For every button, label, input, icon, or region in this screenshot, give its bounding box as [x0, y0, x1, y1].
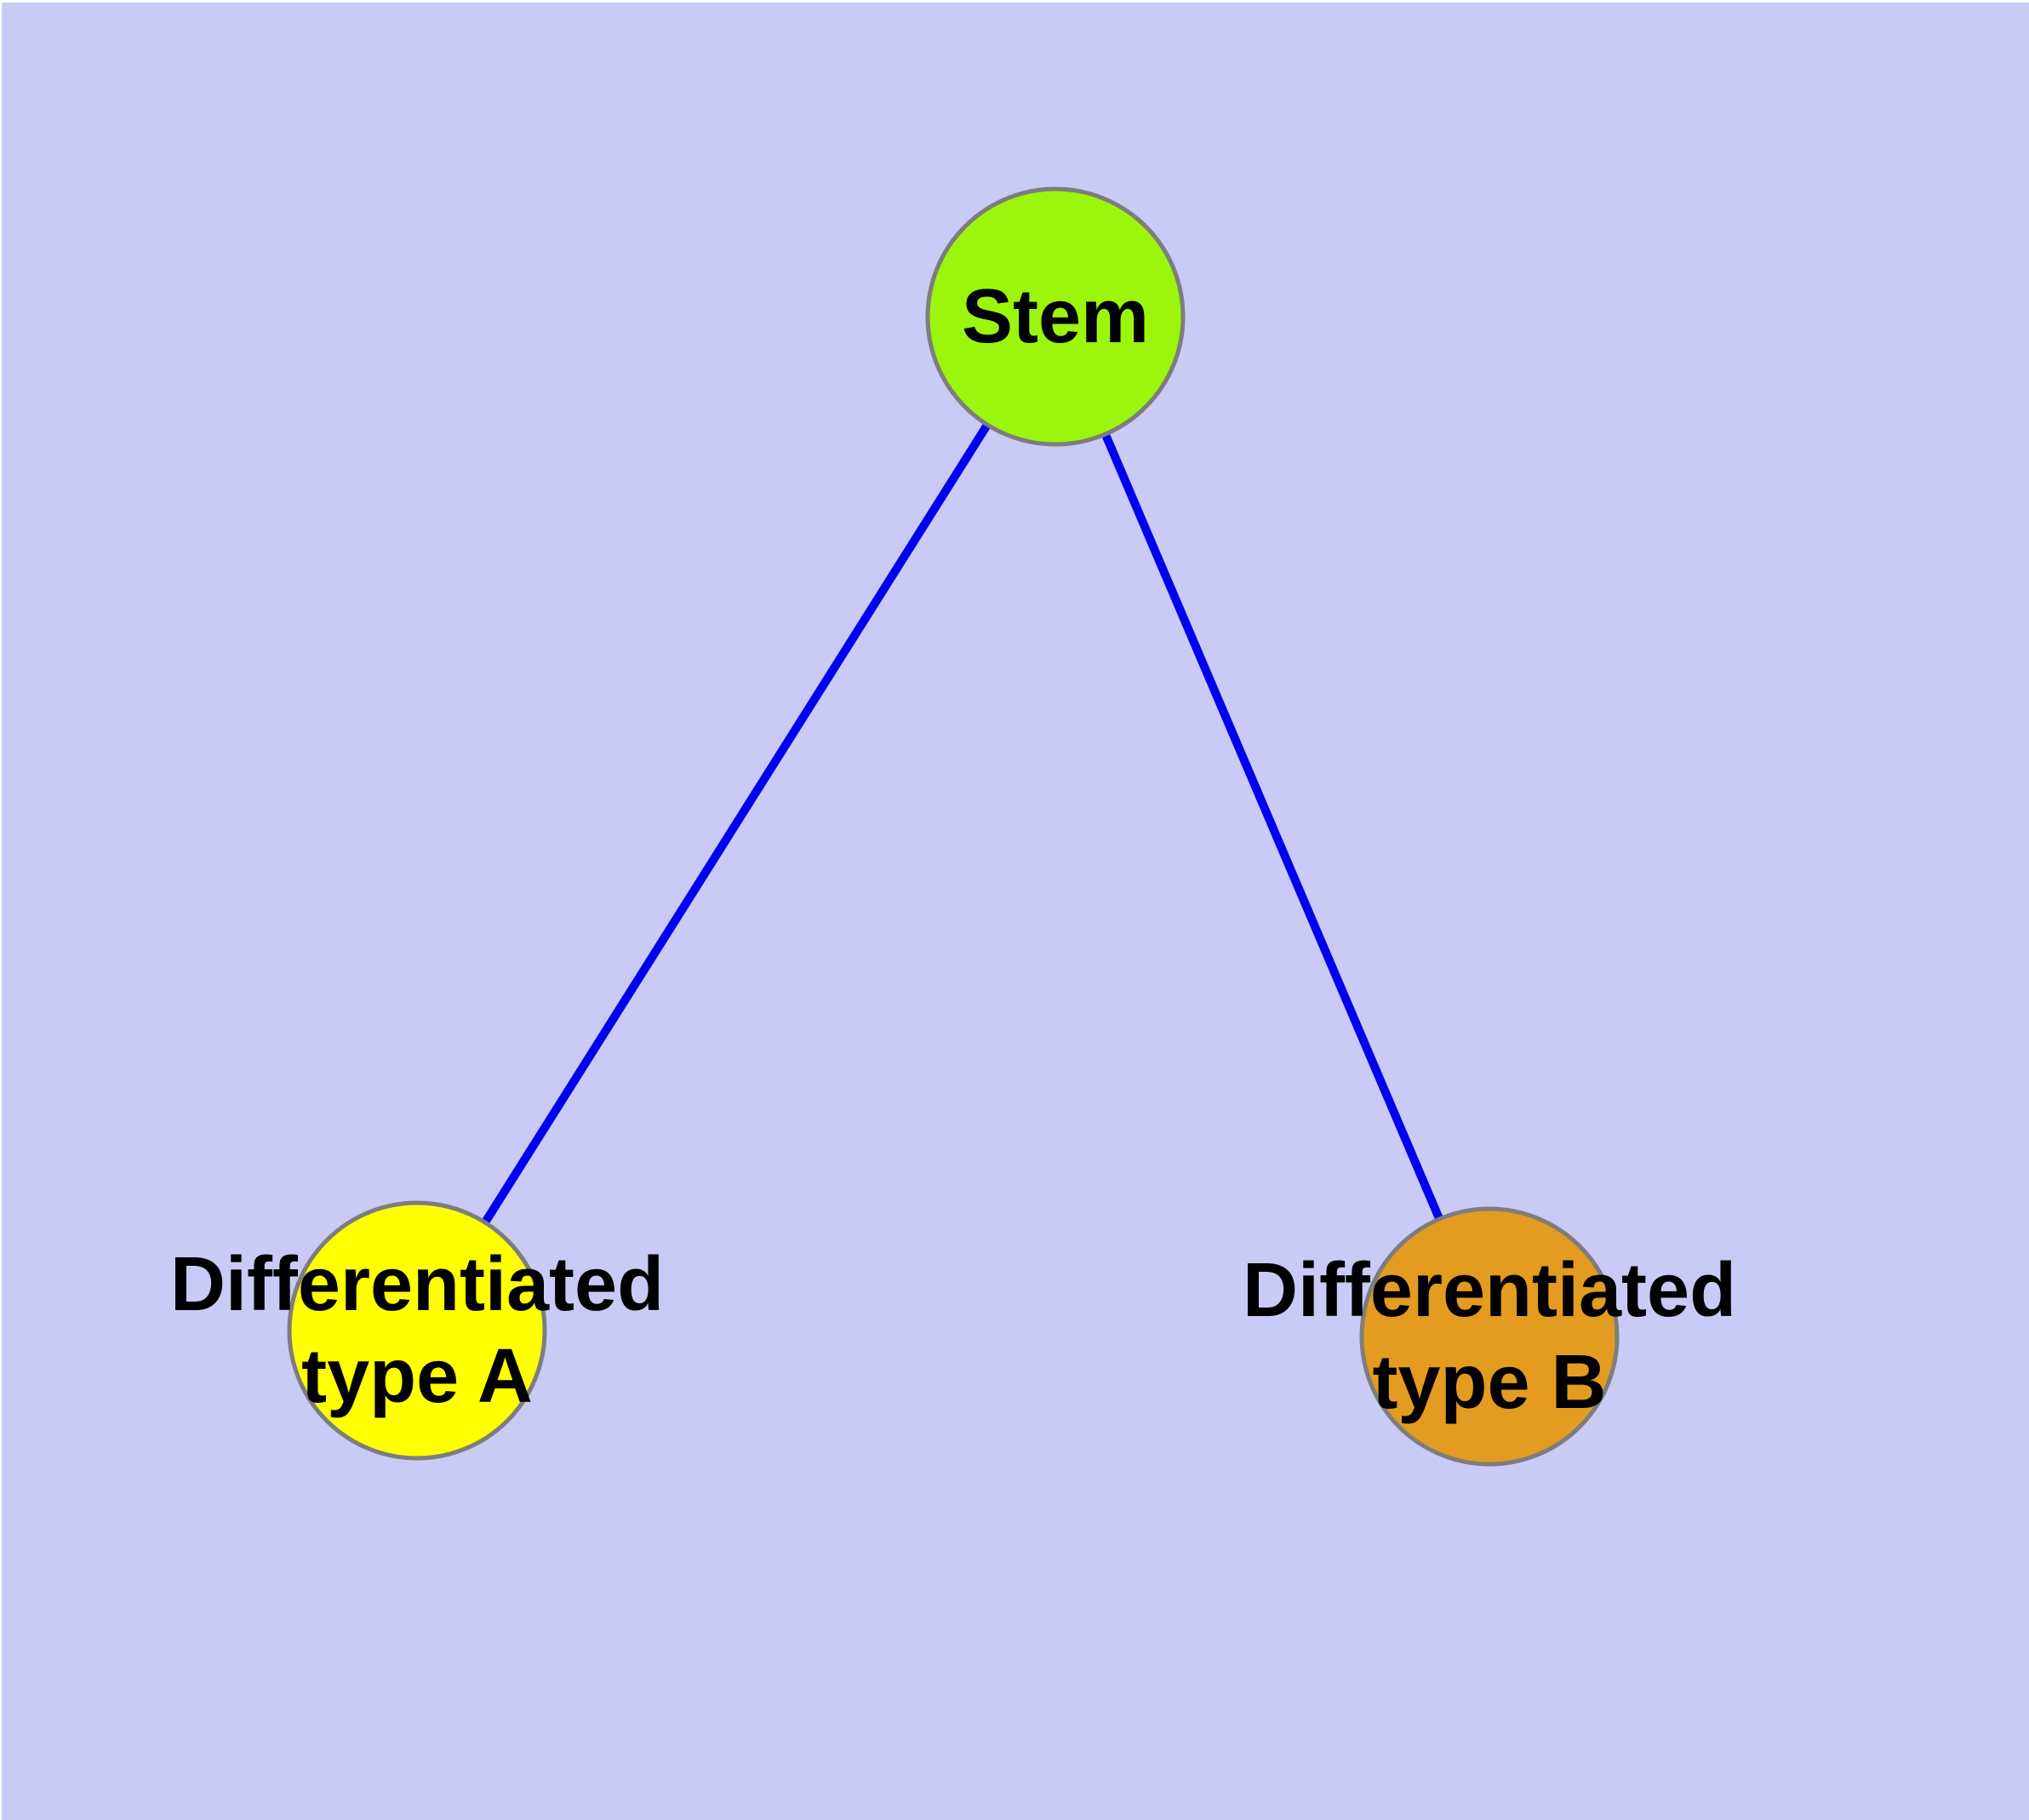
- node-typeA-circle: [287, 1200, 547, 1461]
- node-typeB-circle: [1359, 1206, 1620, 1467]
- edge-stem-typeA: [413, 314, 1060, 1333]
- edge-stem-typeB: [1051, 315, 1494, 1338]
- node-stem-circle: [925, 186, 1186, 447]
